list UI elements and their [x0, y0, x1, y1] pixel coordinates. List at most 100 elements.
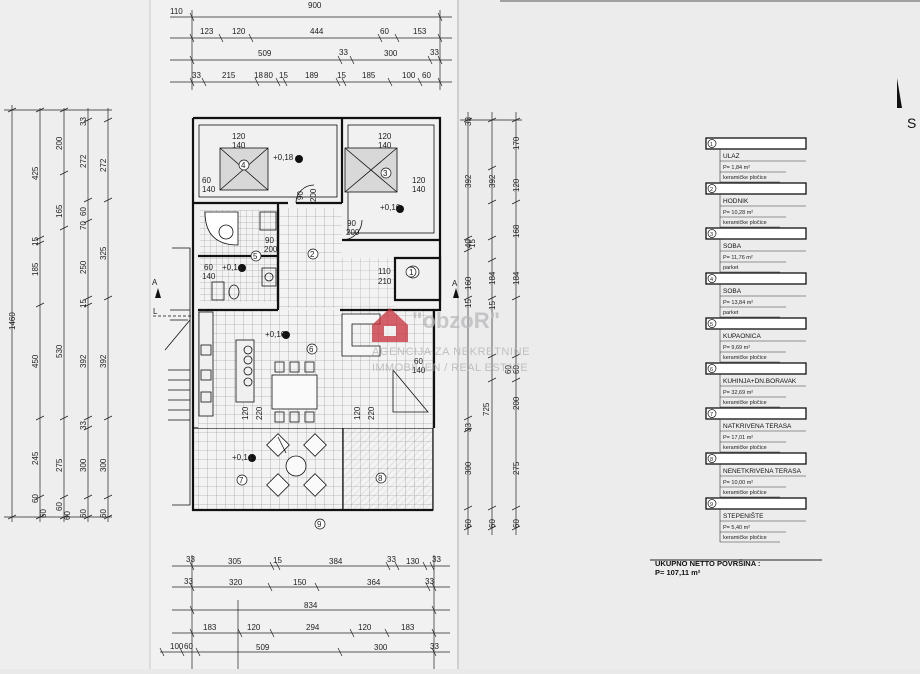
dim-bot-r5-1: 60 [184, 642, 193, 651]
dim-top-r4-1: 215 [222, 71, 236, 80]
dim-bot-r2-2: 150 [293, 578, 307, 587]
dim-bot-r4-2: 294 [306, 623, 320, 632]
window-4-height: 140 [232, 141, 246, 150]
room-table-name: NENETKRIVENA TERASA [723, 468, 802, 475]
room-header-box [705, 452, 807, 465]
room-table-number: 9 [710, 502, 713, 508]
dim-right-c1-9: 60 [464, 519, 473, 528]
room-header-box [705, 497, 807, 510]
dim-top-r3-3: 33 [430, 48, 439, 57]
dim-bot-r1-0: 33 [186, 555, 195, 564]
section-marker-a-right: A [452, 279, 458, 288]
room-number-7: 7 [239, 476, 244, 485]
window-4-width: 120 [232, 132, 246, 141]
door-4-a: 60 [202, 176, 211, 185]
dim-right-c2-6: 60 [512, 365, 521, 374]
dim-bot-r5-4: 33 [430, 642, 439, 651]
dim-bot-r4-1: 120 [247, 623, 261, 632]
corner-letter: S [907, 115, 916, 131]
dim-right-c2-7: 60 [488, 519, 497, 528]
dim-left-c1-2: 185 [31, 262, 40, 276]
dim-top-r2-4: 153 [413, 27, 427, 36]
dim-left-c4-0: 272 [99, 158, 108, 172]
door-3-d: 200 [346, 228, 360, 237]
dim-right-c1-0: 33 [464, 117, 473, 126]
room-table-number: 7 [710, 412, 713, 418]
elevation-room-6: +0,16 [265, 330, 286, 339]
room-table-area: P= 10,28 m² [723, 210, 753, 216]
window-3-height: 140 [378, 141, 392, 150]
right-dimension-lines [460, 112, 522, 535]
dim-left-c3-5: 15 [79, 299, 88, 308]
dim-left-c3-0: 33 [79, 117, 88, 126]
room-table-name: STEPENIŠTE [723, 511, 764, 520]
room-table-name: NATKRIVENA TERASA [723, 423, 792, 430]
dim-top-r2-3: 60 [380, 27, 389, 36]
dim-bot-r1-4: 33 [387, 555, 396, 564]
dim-left-c2-0: 200 [55, 136, 64, 150]
dim-bot-r2-1: 320 [229, 578, 243, 587]
dim-left-c2-1: 165 [55, 204, 64, 218]
room-table-finish: parket [723, 310, 739, 316]
dim-bot-r5-3: 300 [374, 643, 388, 652]
section-arrow-left-icon [155, 288, 161, 298]
dim-top-r4-6: 15 [337, 71, 346, 80]
dim-top-r4-9: 60 [422, 71, 431, 80]
dim-left-c2-3: 275 [55, 458, 64, 472]
room-table-area: P= 11,76 m² [723, 255, 753, 261]
door-5-a: 90 [265, 236, 274, 245]
dim-top-r4-4: 15 [279, 71, 288, 80]
room-header-box [705, 137, 807, 150]
room-number-5: 5 [253, 252, 258, 261]
dim-right-c2-9: 60 [512, 519, 521, 528]
dim-left-c2-4: 60 [55, 502, 64, 511]
room-table-finish: keramičke pločice [723, 535, 767, 541]
dim-left-c3-7: 33 [79, 421, 88, 430]
dim-bot-r2-4: 33 [425, 577, 434, 586]
room-table-name: SOBA [723, 288, 742, 295]
dim-right-c3-2: 60 [504, 365, 513, 374]
room-table-name: KUPAONICA [723, 333, 761, 340]
dim-left-c3-2: 60 [79, 207, 88, 216]
dim-right-c2-1: 392 [488, 174, 497, 188]
watermark-line-2: IMMOBILIEN / REAL ESTATE [372, 362, 528, 374]
dim-bot-r4-3: 120 [358, 623, 372, 632]
dim-top-r1-0: 110 [170, 7, 183, 16]
dim-left-c3-9: 60 [79, 509, 88, 518]
room-table-number: 4 [710, 277, 713, 283]
room-table-area: P= 9,69 m² [723, 345, 750, 351]
elevation-room-5: +0,14 [222, 263, 243, 272]
dim-bot-r3-0: 834 [304, 601, 318, 610]
dim-bot-r1-6: 33 [432, 555, 441, 564]
paper-left-panel [0, 0, 160, 669]
agency-watermark: "obzoR" AGENCIJA ZA NEKRETNINE IMMOBILIE… [372, 308, 530, 374]
room-header-box [705, 362, 807, 375]
dim-bot-r1-1: 305 [228, 557, 242, 566]
dim-bot-r2-3: 364 [367, 578, 381, 587]
dim-bot-r5-2: 509 [256, 643, 270, 652]
dim-left-c2-2: 530 [55, 344, 64, 358]
watermark-line-1: AGENCIJA ZA NEKRETNINE [372, 346, 530, 358]
room-header-box [705, 227, 807, 240]
dim-right-c2-3: 168 [512, 224, 521, 238]
dim-left-c4-4: 60 [99, 509, 108, 518]
room-number-4: 4 [241, 161, 246, 170]
dim-top-r3-0: 509 [258, 49, 272, 58]
window-6-b: 140 [412, 366, 426, 375]
room-table-area: P= 32,69 m² [723, 390, 753, 396]
door-1-b: 210 [378, 277, 392, 286]
level-marker: L [153, 307, 158, 316]
window-5-b: 140 [202, 272, 216, 281]
room-table-number: 3 [710, 232, 713, 238]
room-table-finish: parket [723, 265, 739, 271]
room-table-number: 2 [710, 187, 713, 193]
dim-top-r4-7: 185 [362, 71, 376, 80]
dim-left-c3-4: 250 [79, 260, 88, 274]
room-table-finish: keramičke pločice [723, 490, 767, 496]
room-table-finish: keramičke pločice [723, 445, 767, 451]
